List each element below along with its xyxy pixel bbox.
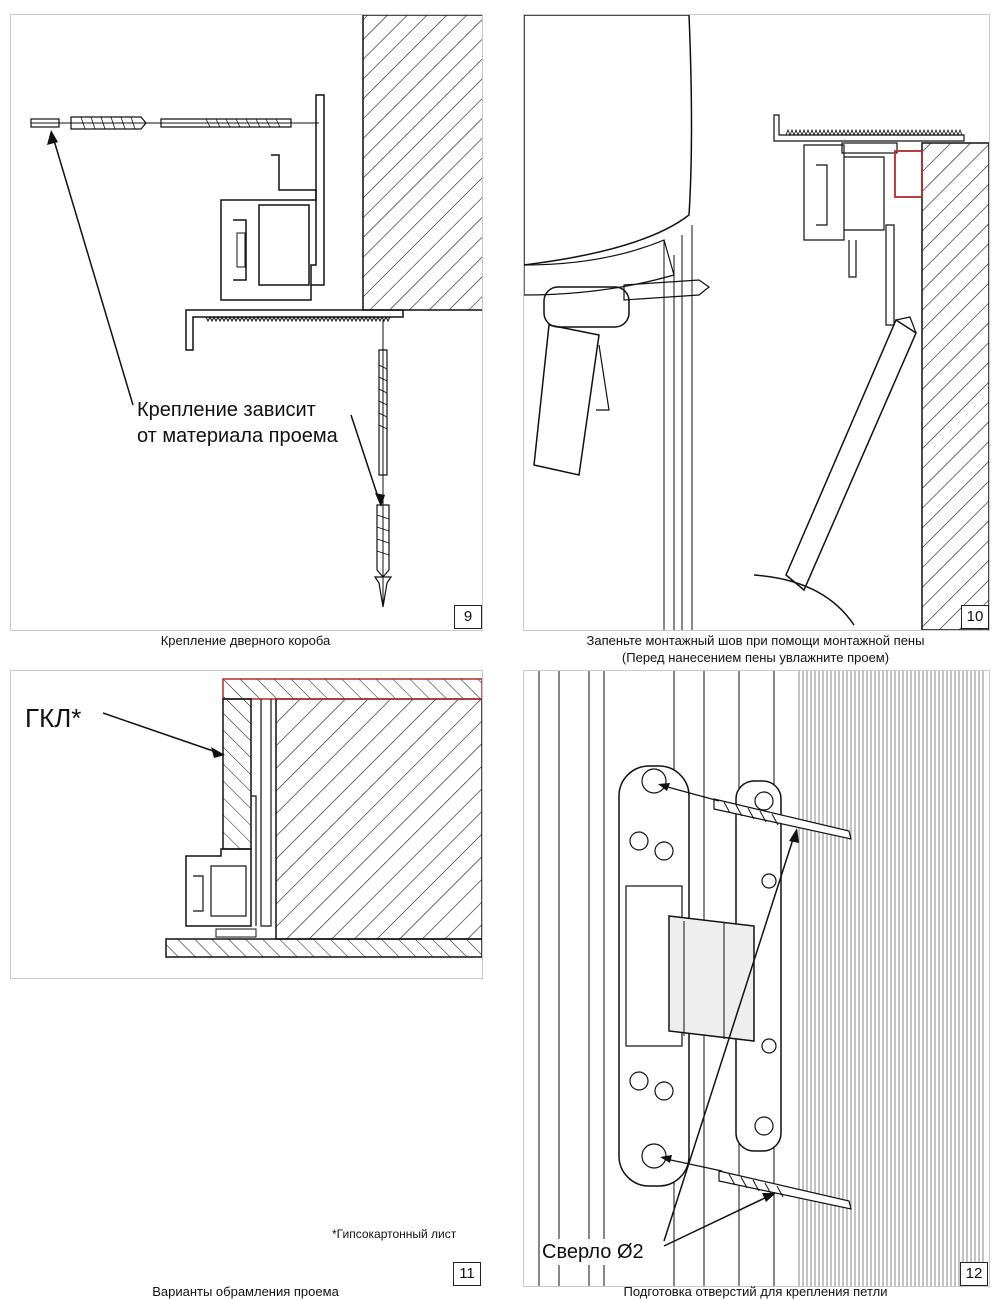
caption-panel-11: Варианты обрамления проема xyxy=(152,1284,339,1299)
gkl-label: ГКЛ* xyxy=(25,703,82,733)
panel-number-12: 12 xyxy=(960,1262,988,1286)
opening-framing-drawing xyxy=(102,678,482,958)
caption-panel-9: Крепление дверного короба xyxy=(160,633,331,648)
callout-line-2: от материала проема xyxy=(137,425,338,447)
panel-9: Крепление зависит от материала проема 9 xyxy=(10,14,483,631)
panel-10: 10 xyxy=(523,14,990,631)
callout-fastening-label: Крепление зависит от материала проема xyxy=(137,397,338,449)
panel-number-9: 9 xyxy=(454,605,482,629)
panel-number-11: 11 xyxy=(453,1262,481,1286)
caption-panel-10-line-1: Запеньте монтажный шов при помощи монтаж… xyxy=(586,633,925,648)
foam-sealing-drawing xyxy=(524,15,989,630)
drill-label: Сверло Ø2 xyxy=(542,1239,644,1265)
door-frame-fastening-drawing xyxy=(30,15,482,608)
callout-line-1: Крепление зависит xyxy=(137,399,316,421)
panel-12: Сверло Ø2 xyxy=(523,670,990,1287)
caption-panel-10: Запеньте монтажный шов при помощи монтаж… xyxy=(523,632,988,666)
hinge-drilling-drawing xyxy=(538,671,984,1286)
panel-number-10: 10 xyxy=(961,605,989,629)
panel-11: ГКЛ* xyxy=(10,670,483,979)
gkl-footnote: *Гипсокартонный лист xyxy=(332,1227,457,1241)
caption-panel-12: Подготовка отверстий для крепления петли xyxy=(623,1284,888,1299)
caption-panel-10-line-2: (Перед нанесением пены увлажните проем) xyxy=(621,650,890,665)
